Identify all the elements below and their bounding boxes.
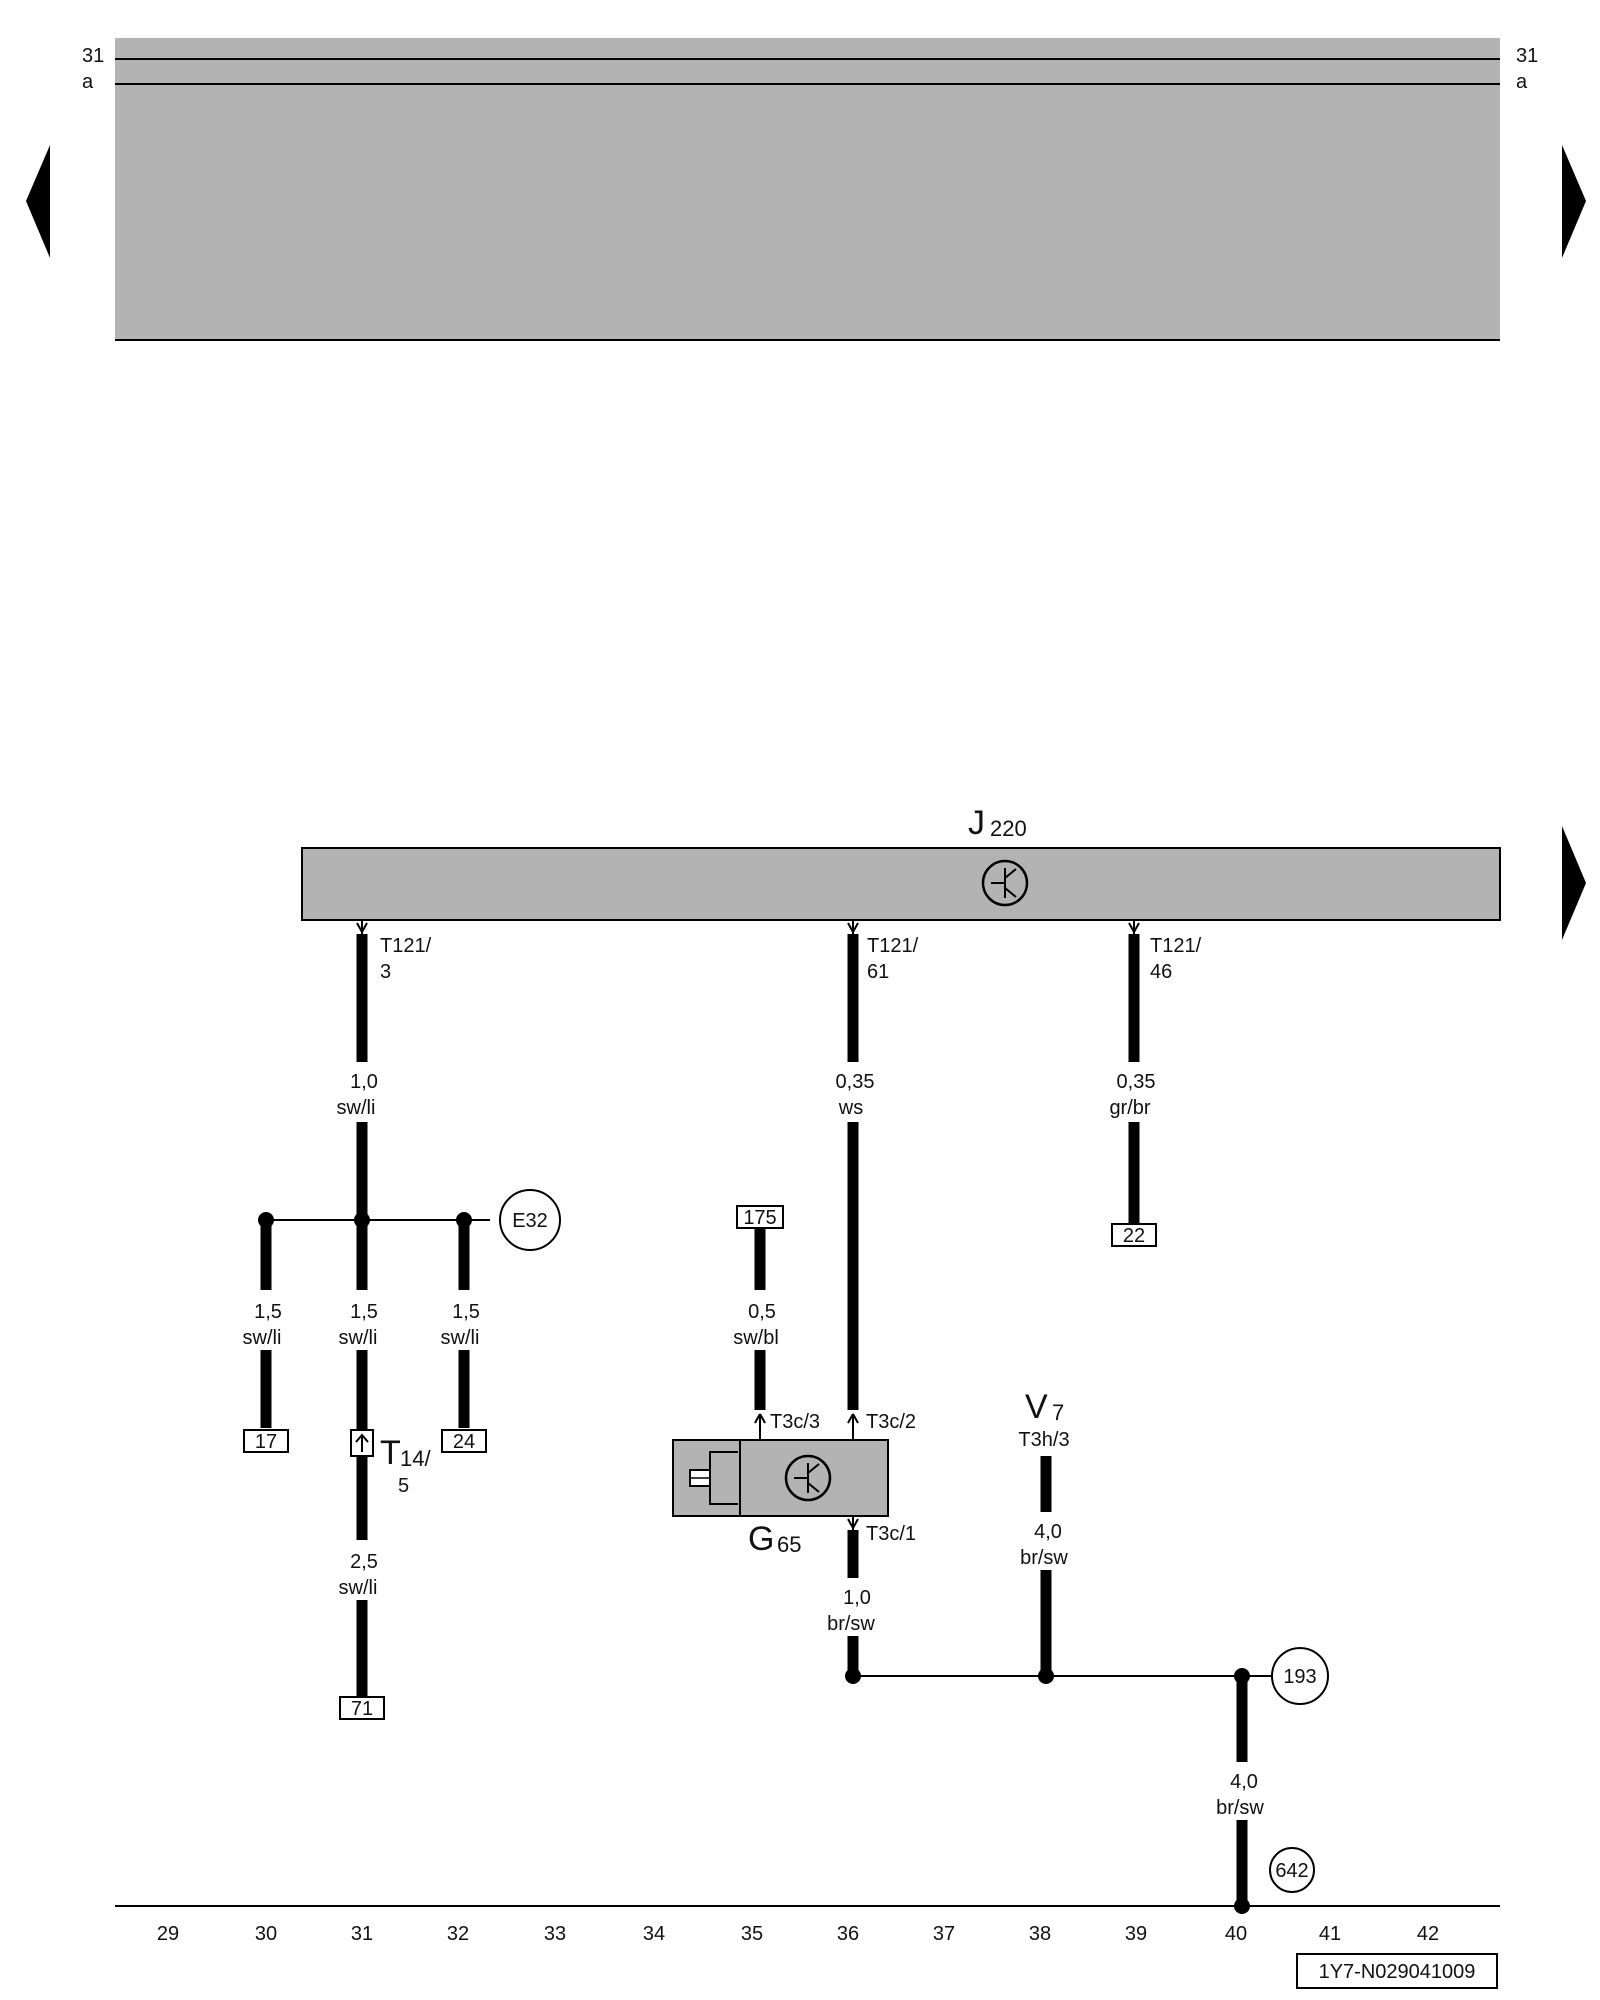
wire-40-color: br/sw [1216,1797,1264,1819]
g65-letter: G [748,1520,774,1558]
pin-arrow-icon [1128,921,1140,934]
pin-arrow-icon [356,921,368,934]
wire-32-color: sw/li [441,1327,480,1349]
wire-30-gauge: 1,5 [254,1301,282,1323]
electronic-unit-icon [784,1454,832,1502]
junction-dot [1038,1668,1054,1684]
ruler-column-38: 38 [1029,1923,1051,1945]
ref-box-17 [243,1429,289,1453]
wire-31c-gauge: 2,5 [350,1551,378,1573]
ref-circle-193 [1271,1647,1329,1705]
j220-subscript: 220 [990,816,1027,841]
v7-subscript: 7 [1052,1400,1064,1425]
ref-box-71 [339,1696,385,1720]
previous-page-arrow-icon[interactable] [26,145,50,258]
next-page-arrow-icon[interactable] [1562,145,1586,258]
ref-22-label: 22 [1123,1225,1145,1247]
column-ruler: 29 30 31 32 33 34 35 36 37 38 39 40 41 42 [157,1923,1439,1945]
wire-40-gauge: 4,0 [1230,1771,1258,1793]
ref-175-label: 175 [743,1207,776,1229]
wire-36-gauge: 0,35 [836,1071,875,1093]
wire-31-color: sw/li [337,1097,376,1119]
wire-38-gauge: 4,0 [1034,1521,1062,1543]
ruler-column-41: 41 [1319,1923,1341,1945]
wire-36b-gauge: 1,0 [843,1587,871,1609]
wire-39-color: gr/br [1109,1097,1150,1119]
wire-35-gauge: 0,5 [748,1301,776,1323]
pin-arrow-icon [847,1413,859,1440]
rail-a-label-right: a [1516,71,1528,93]
pin-t3c-3: T3c/3 [770,1411,820,1433]
component-j220: J 220 [301,804,1501,921]
ruler-column-42: 42 [1417,1923,1439,1945]
wire-30-color: sw/li [243,1327,282,1349]
document-id-box [1296,1953,1498,1989]
pin-t121-46-line2: 46 [1150,961,1172,983]
ref-e32-label: E32 [512,1210,548,1232]
ref-71-label: 71 [351,1698,373,1720]
t14-letter: T [380,1434,401,1472]
ruler-column-34: 34 [643,1923,665,1945]
ref-24-label: 24 [453,1431,475,1453]
v7-letter: V [1025,1388,1048,1426]
rail-31-label-right: 31 [1516,45,1538,67]
ref-193-label: 193 [1283,1666,1316,1688]
ref-box-24 [441,1429,487,1453]
ref-17-label: 17 [255,1431,277,1453]
wire-31c-color: sw/li [339,1577,378,1599]
pin-t3c-2: T3c/2 [866,1411,916,1433]
ruler-column-33: 33 [544,1923,566,1945]
wire-36-color: ws [838,1097,863,1119]
wire-31b-color: sw/li [339,1327,378,1349]
electronic-unit-icon [981,859,1029,907]
component-g65: G 65 [672,1439,889,1558]
ruler-column-30: 30 [255,1923,277,1945]
wire-35-color: sw/bl [733,1327,779,1349]
ruler-column-37: 37 [933,1923,955,1945]
v7-pin: T3h/3 [1018,1429,1069,1451]
junction-dot [845,1668,861,1684]
rail-31-label-left: 31 [82,45,104,67]
upper-component-area [115,38,1500,340]
ruler-column-40: 40 [1225,1923,1247,1945]
ruler-column-31: 31 [351,1923,373,1945]
pin-arrow-icon [847,1516,859,1530]
wire-31b-gauge: 1,5 [350,1301,378,1323]
pin-arrow-icon [847,921,859,934]
pin-t121-61-line2: 61 [867,961,889,983]
g65-subscript: 65 [777,1532,801,1557]
pin-t121-46-line1: T121/ [1150,935,1202,957]
ruler-column-35: 35 [741,1923,763,1945]
ref-circle-642 [1269,1847,1315,1893]
j220-letter: J [968,804,985,842]
wire-38-color: br/sw [1020,1547,1068,1569]
continue-right-arrow-icon[interactable] [1562,826,1586,940]
pin-t121-3-line1: T121/ [380,935,432,957]
wire-39-gauge: 0,35 [1117,1071,1156,1093]
document-id: 1Y7-N029041009 [1319,1961,1476,1983]
ref-642-label: 642 [1275,1860,1308,1882]
pin-t121-61-line1: T121/ [867,935,919,957]
wire-32-gauge: 1,5 [452,1301,480,1323]
ruler-column-39: 39 [1125,1923,1147,1945]
ruler-column-29: 29 [157,1923,179,1945]
wire-31-gauge: 1,0 [350,1071,378,1093]
t14-pin: 5 [398,1475,409,1497]
pin-t121-3-line2: 3 [380,961,391,983]
ruler-column-32: 32 [447,1923,469,1945]
wire-36b-color: br/sw [827,1613,875,1635]
ruler-column-36: 36 [837,1923,859,1945]
rail-a-label-left: a [82,71,94,93]
pin-t3c-1: T3c/1 [866,1523,916,1545]
ref-circle-e32 [499,1189,561,1251]
ref-box-22 [1111,1223,1157,1247]
pin-arrow-icon [754,1413,766,1440]
t14-subscript: 14/ [400,1446,431,1471]
